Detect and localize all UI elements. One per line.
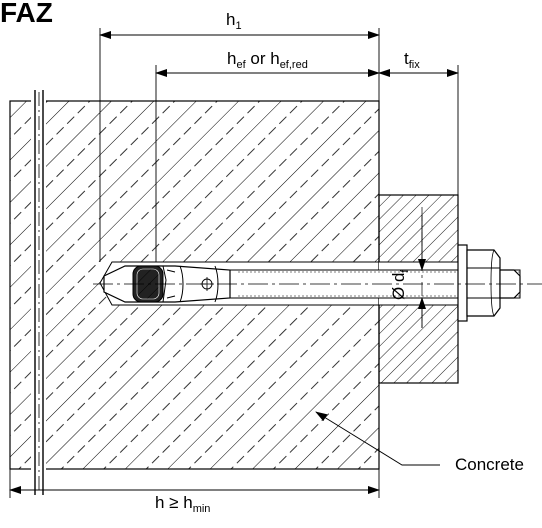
hex-nut — [466, 249, 501, 317]
label-tfix: tfix — [404, 49, 420, 71]
label-h1: h1 — [226, 10, 242, 32]
svg-text:Ø df: Ø df — [389, 269, 411, 300]
label-hmin: h ≥ hmin — [155, 493, 210, 515]
washer — [457, 244, 468, 322]
label-hef: hef or hef,red — [227, 49, 308, 71]
diameter-label: Ø df — [389, 269, 411, 300]
break-gap — [31, 94, 46, 492]
concrete-leader — [315, 411, 440, 466]
label-concrete: Concrete — [455, 455, 524, 474]
diagram-title: FAZ — [0, 0, 53, 28]
